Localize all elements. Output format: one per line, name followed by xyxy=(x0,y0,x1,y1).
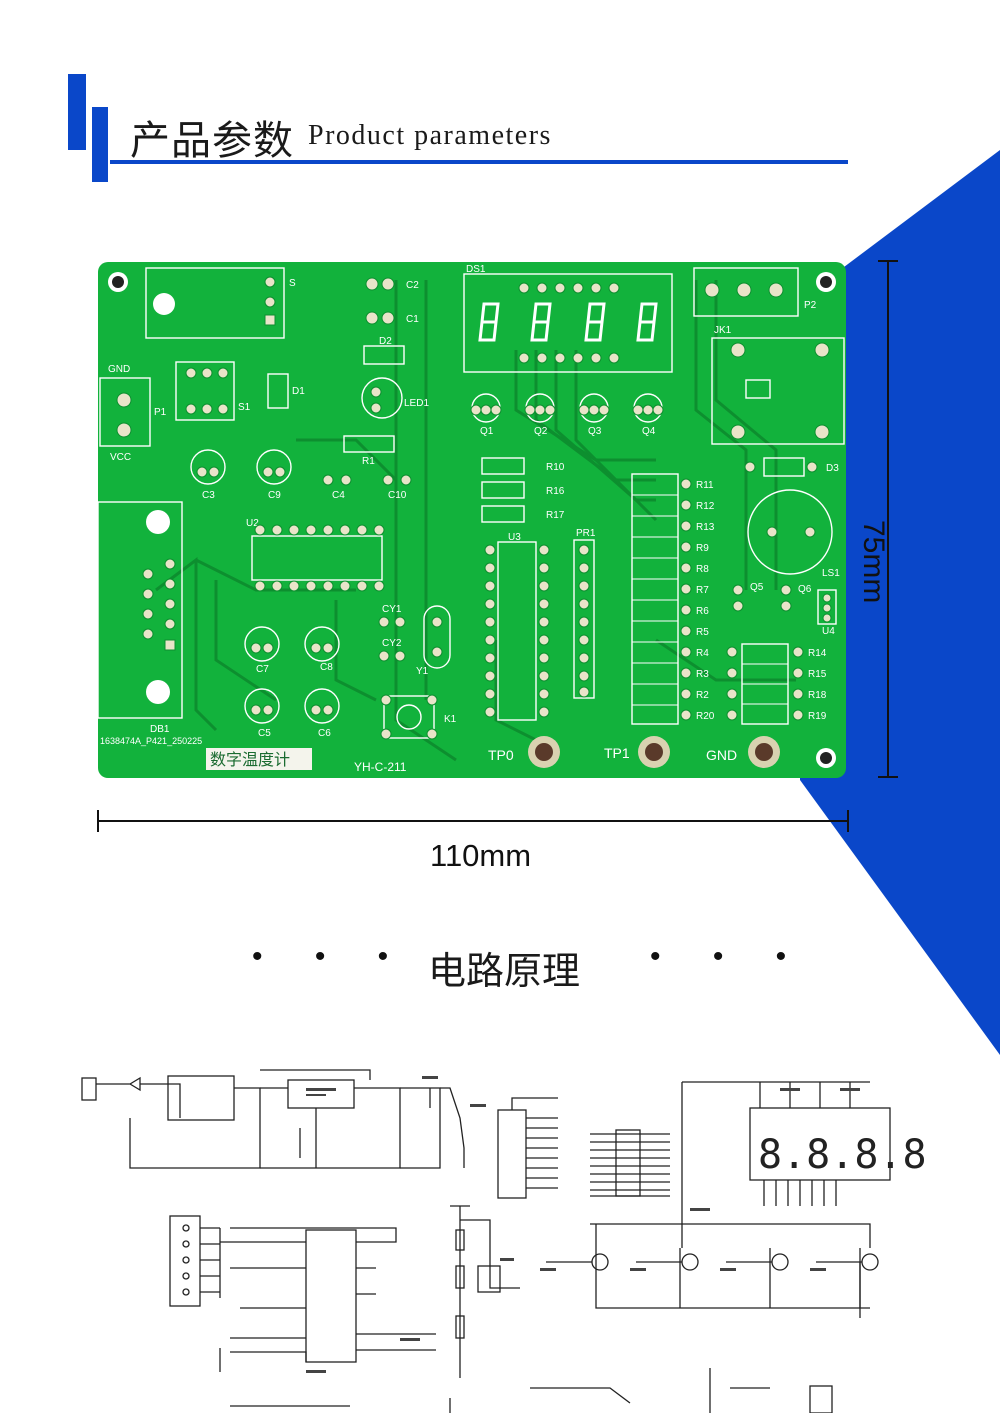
dimension-height-label: 75mm xyxy=(857,520,890,604)
section-dots-left: • • • xyxy=(252,940,411,973)
pcb-traces xyxy=(155,280,796,762)
section-title: 电路原理 xyxy=(428,949,581,993)
silk-q2: Q2 xyxy=(534,426,548,437)
silk-c4: C4 xyxy=(332,490,345,501)
silk-c3: C3 xyxy=(202,490,215,501)
silk-db1: DB1 xyxy=(150,724,170,735)
silk-jk1: JK1 xyxy=(714,325,732,336)
silk-r2: R2 xyxy=(696,690,709,701)
silk-q3: Q3 xyxy=(588,426,602,437)
silk-cy1: CY1 xyxy=(382,604,402,615)
header-title-en: Product parameters xyxy=(308,120,552,151)
silk-serial: 1638474A_P421_250225 xyxy=(100,736,202,746)
silk-r14: R14 xyxy=(808,648,827,659)
silk-d3: D3 xyxy=(826,463,839,474)
silk-r6: R6 xyxy=(696,606,709,617)
header-title-cn: 产品参数 xyxy=(130,118,294,164)
silk-gnd-left: GND xyxy=(108,364,130,375)
silk-r7: R7 xyxy=(696,585,709,596)
silk-p2: P2 xyxy=(804,300,817,311)
silk-p1: P1 xyxy=(154,407,167,418)
silk-cy2: CY2 xyxy=(382,638,402,649)
silk-r19: R19 xyxy=(808,711,827,722)
silk-r13: R13 xyxy=(696,522,715,533)
silk-r5: R5 xyxy=(696,627,709,638)
header-underline xyxy=(110,160,848,164)
silk-d2: D2 xyxy=(379,336,392,347)
circuit-schematic: 8.8.8.8. xyxy=(81,1069,930,1413)
silk-c2: C2 xyxy=(406,280,419,291)
header-accent-bar-2 xyxy=(92,107,108,182)
dimension-width-marker xyxy=(97,810,849,832)
silk-u4: U4 xyxy=(822,626,835,637)
header-accent-bar-1 xyxy=(68,74,86,150)
pcb-substrate xyxy=(98,262,846,778)
section-dots-right: • • • xyxy=(650,940,809,973)
silk-r18: R18 xyxy=(808,690,827,701)
silk-c8: C8 xyxy=(320,662,333,673)
silk-r20: R20 xyxy=(696,711,715,722)
silk-s1: S1 xyxy=(238,402,251,413)
pcb-board-image: .silk { fill: #ffffff; font-family: "Lib… xyxy=(97,262,846,778)
silk-tp1: TP1 xyxy=(604,745,630,761)
silk-s: S xyxy=(289,278,296,289)
silk-k1: K1 xyxy=(444,714,457,725)
silk-q6: Q6 xyxy=(798,584,812,595)
silk-tp0: TP0 xyxy=(488,747,514,763)
silk-r10: R10 xyxy=(546,462,565,473)
silk-y1: Y1 xyxy=(416,666,429,677)
silk-gnd-bottom: GND xyxy=(706,747,737,763)
silk-r1: R1 xyxy=(362,456,375,467)
silk-r4: R4 xyxy=(696,648,709,659)
silk-r11: R11 xyxy=(696,480,714,491)
silk-r17: R17 xyxy=(546,510,565,521)
schematic-display-digits: 8.8.8.8. xyxy=(758,1132,930,1178)
silk-c5: C5 xyxy=(258,728,271,739)
silk-c7: C7 xyxy=(256,664,269,675)
silk-c9: C9 xyxy=(268,490,281,501)
silk-r3: R3 xyxy=(696,669,709,680)
silk-r12: R12 xyxy=(696,501,715,512)
silk-u2: U2 xyxy=(246,518,259,529)
silk-c1: C1 xyxy=(406,314,419,325)
silk-d1: D1 xyxy=(292,386,305,397)
silk-vcc-left: VCC xyxy=(110,452,131,463)
silk-c10: C10 xyxy=(388,490,407,501)
silk-pr1: PR1 xyxy=(576,528,596,539)
silk-q1: Q1 xyxy=(480,426,494,437)
silk-model: YH-C-211 xyxy=(354,760,407,774)
silk-r9: R9 xyxy=(696,543,709,554)
silk-q4: Q4 xyxy=(642,426,656,437)
silk-r15: R15 xyxy=(808,669,827,680)
silk-ds1: DS1 xyxy=(466,264,486,275)
silk-q5: Q5 xyxy=(750,582,764,593)
silk-ls1: LS1 xyxy=(822,568,840,579)
silk-name-cn: 数字温度计 xyxy=(210,750,290,769)
silk-r8: R8 xyxy=(696,564,709,575)
silk-u3: U3 xyxy=(508,532,521,543)
silk-led1: LED1 xyxy=(404,398,429,409)
dimension-width-label: 110mm xyxy=(430,838,532,873)
right-resistor-column xyxy=(631,473,692,725)
dimension-height-marker xyxy=(878,260,898,778)
mounting-holes xyxy=(108,272,836,768)
silk-r16: R16 xyxy=(546,486,565,497)
silk-c6: C6 xyxy=(318,728,331,739)
